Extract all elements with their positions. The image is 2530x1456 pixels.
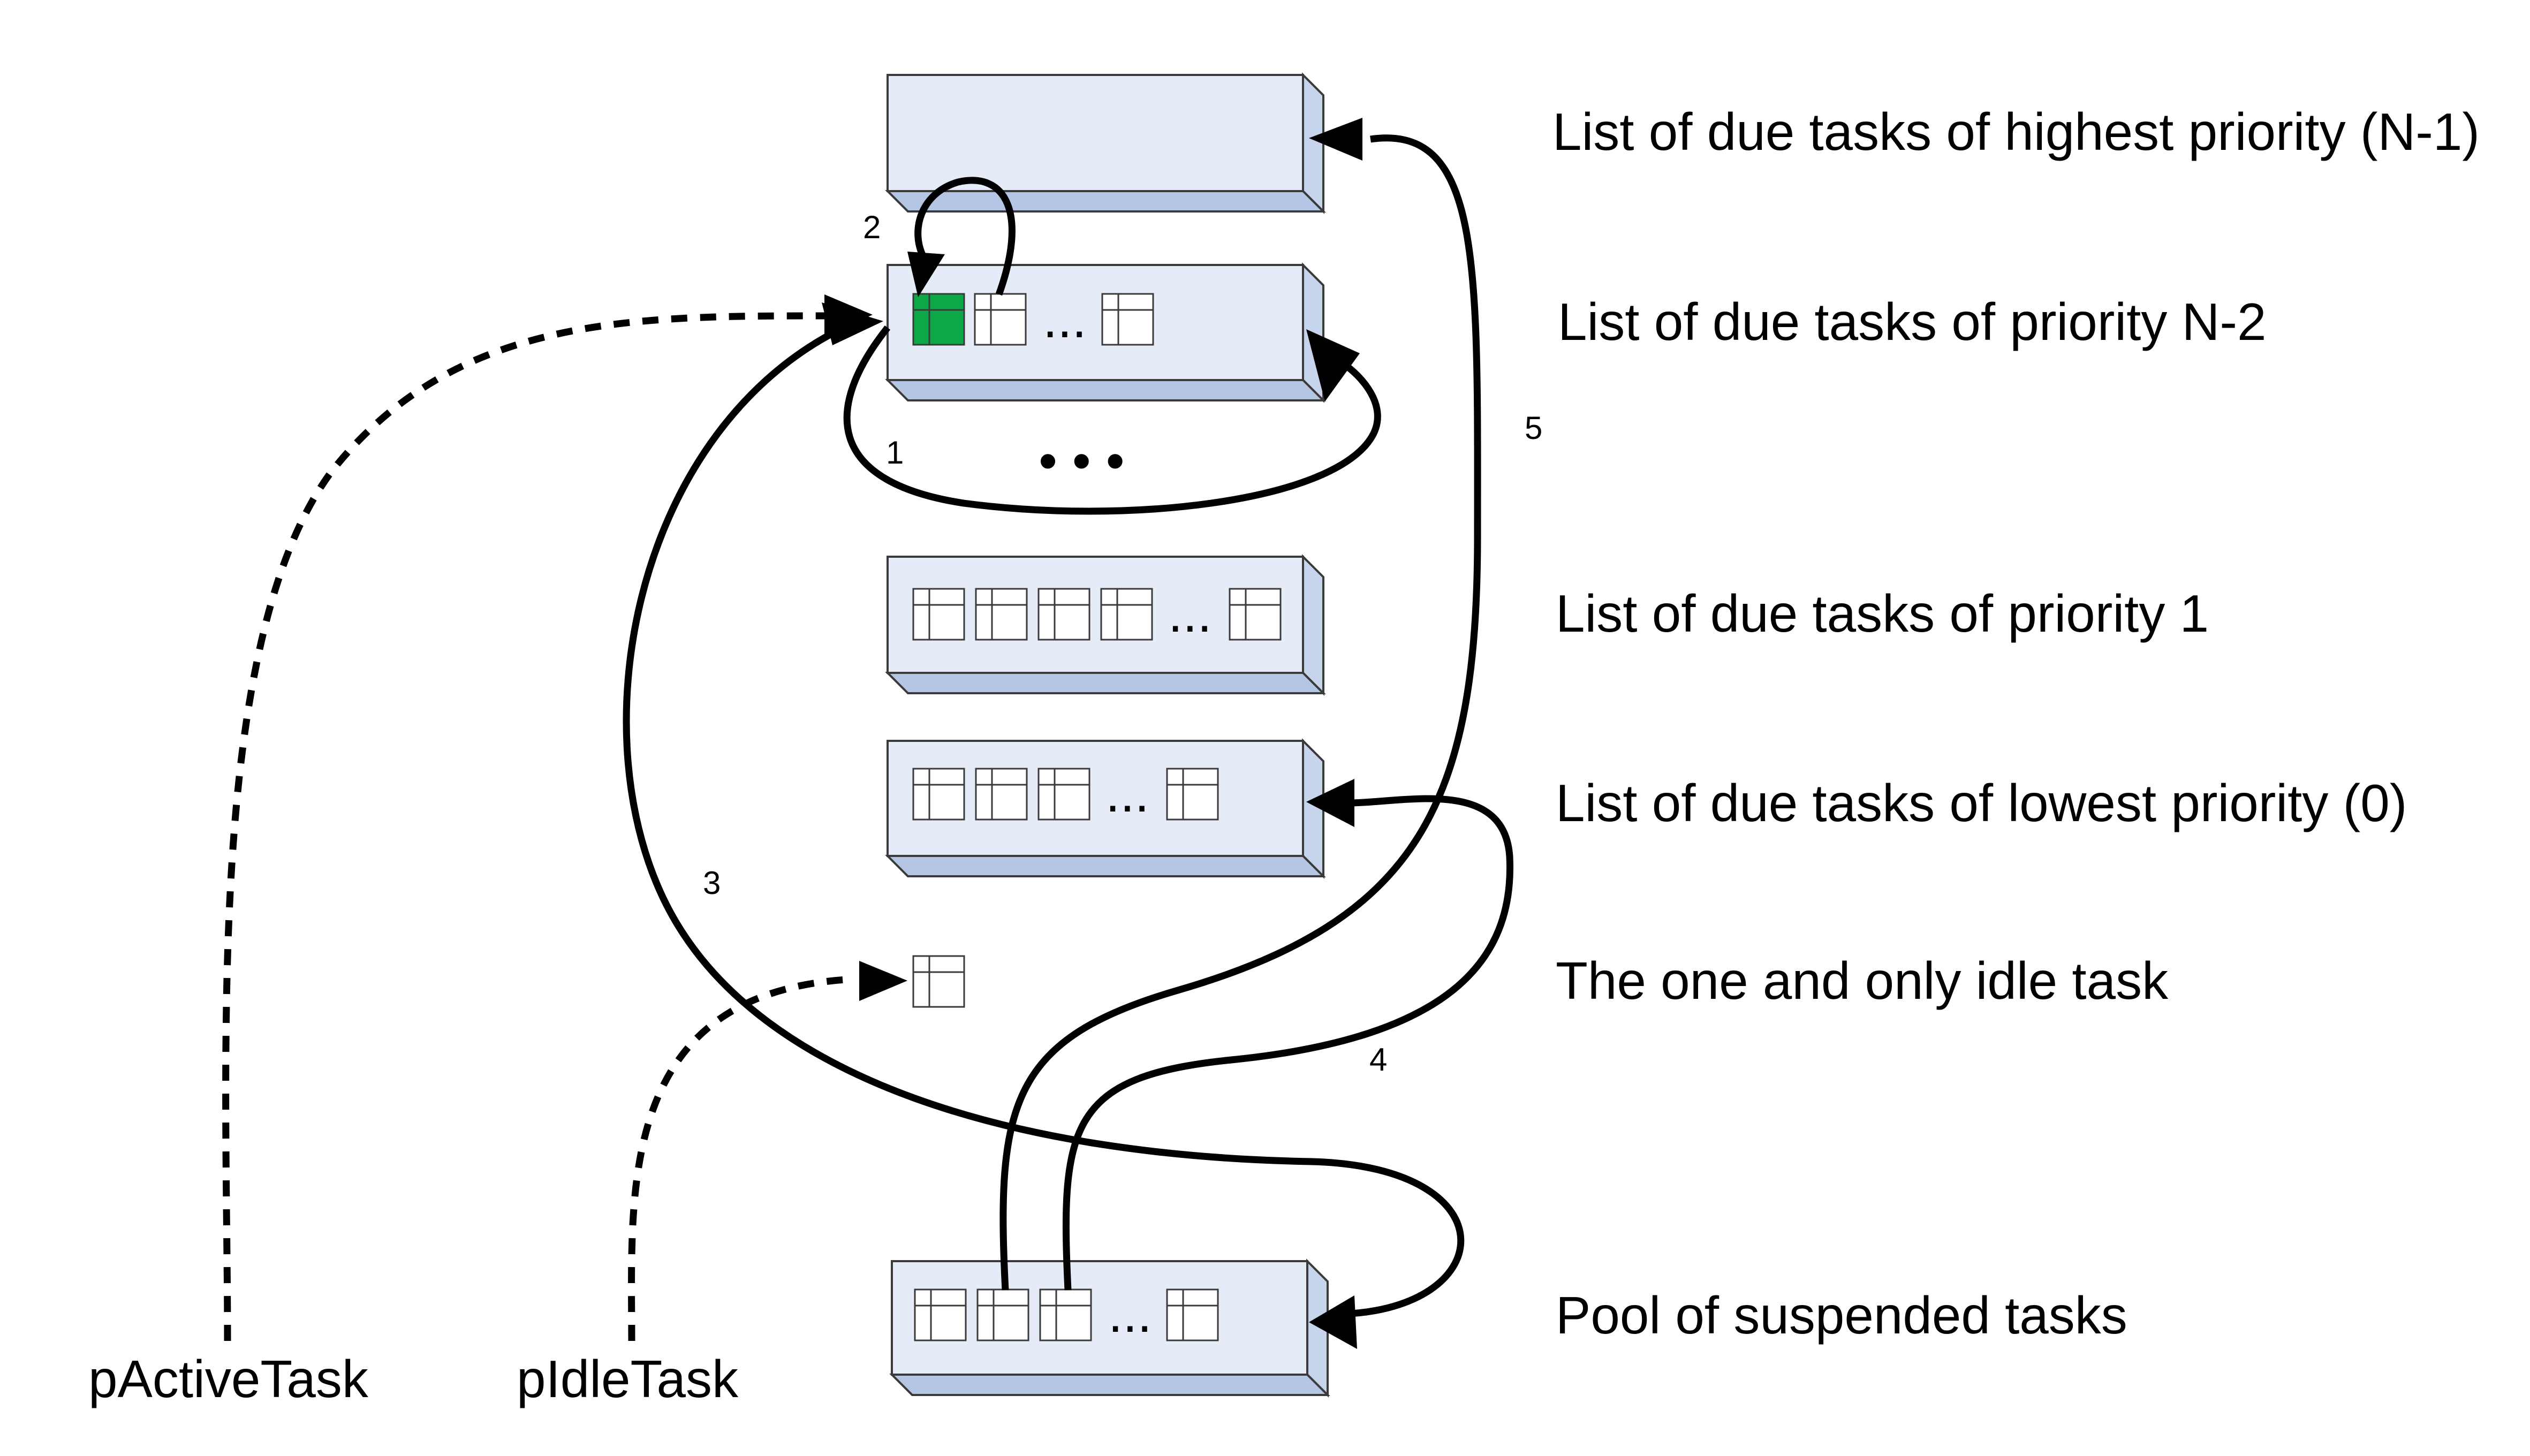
- pool-suspended: ...: [889, 1258, 1330, 1398]
- task-cell: [912, 588, 965, 641]
- transition-4-arrowhead: [1306, 779, 1354, 827]
- active-pointer-arrowhead: [824, 294, 873, 336]
- transition-5-arrowhead: [1309, 118, 1362, 161]
- task-cell: [974, 293, 1027, 346]
- label-priority-n2: List of due tasks of priority N-2: [1558, 292, 2267, 351]
- label-priority-1: List of due tasks of priority 1: [1556, 584, 2209, 643]
- list-priority-1: ...: [885, 554, 1326, 696]
- ellipsis: ...: [1168, 584, 1212, 643]
- label-pool-suspended: Pool of suspended tasks: [1556, 1286, 2127, 1345]
- transition-2-label: 2: [863, 209, 881, 245]
- idle-pointer-arrow: [628, 976, 846, 1341]
- task-cell: [976, 1288, 1029, 1341]
- transition-2-arrow: [914, 177, 1016, 296]
- ellipsis: ...: [1043, 290, 1087, 348]
- label-idle-task: The one and only idle task: [1556, 951, 2169, 1010]
- transition-3-label: 3: [703, 865, 721, 901]
- transition-3-tail-arrowhead: [1309, 1295, 1357, 1349]
- transition-2-arrowhead: [907, 252, 945, 297]
- task-cell: [912, 768, 965, 821]
- label-highest-priority: List of due tasks of highest priority (N…: [1552, 102, 2480, 161]
- transition-5-label: 5: [1525, 410, 1542, 446]
- task-cell: [1166, 768, 1219, 821]
- ellipsis: ...: [1105, 764, 1149, 823]
- list-lowest-priority: ...: [885, 738, 1326, 879]
- active-pointer-arrow: [222, 312, 825, 1341]
- transition-4-arrow: [1062, 795, 1514, 1291]
- task-active: [912, 293, 965, 346]
- list-highest-priority: [885, 72, 1326, 214]
- pointer-idle-label: pIdleTask: [517, 1349, 739, 1408]
- transition-1-arrowhead: [1306, 329, 1360, 401]
- transition-1-arrow: [843, 325, 1381, 515]
- task-cell: [975, 588, 1028, 641]
- task-cell: [1037, 588, 1090, 641]
- transition-1-label: 1: [886, 435, 904, 471]
- list-priority-n2: ...: [885, 262, 1326, 403]
- transition-5-arrow: [999, 134, 1481, 1291]
- transition-4-label: 4: [1369, 1042, 1387, 1078]
- idle-pointer-arrowhead: [859, 961, 907, 1001]
- task-cell: [975, 768, 1028, 821]
- task-cell: [1101, 293, 1154, 346]
- idle-task: [912, 955, 965, 1008]
- more-lists-indicator: • • •: [1039, 431, 1125, 491]
- task-cell: [1039, 1288, 1092, 1341]
- task-cell: [914, 1288, 967, 1341]
- task-cell: [1166, 1288, 1219, 1341]
- task-cell: [1229, 588, 1282, 641]
- pointer-active-label: pActiveTask: [88, 1349, 369, 1408]
- ellipsis: ...: [1108, 1284, 1152, 1343]
- task-cell: [1100, 588, 1153, 641]
- transition-3-arrow: [623, 329, 1465, 1318]
- label-lowest-priority: List of due tasks of lowest priority (0): [1556, 774, 2407, 832]
- task-cell: [1037, 768, 1090, 821]
